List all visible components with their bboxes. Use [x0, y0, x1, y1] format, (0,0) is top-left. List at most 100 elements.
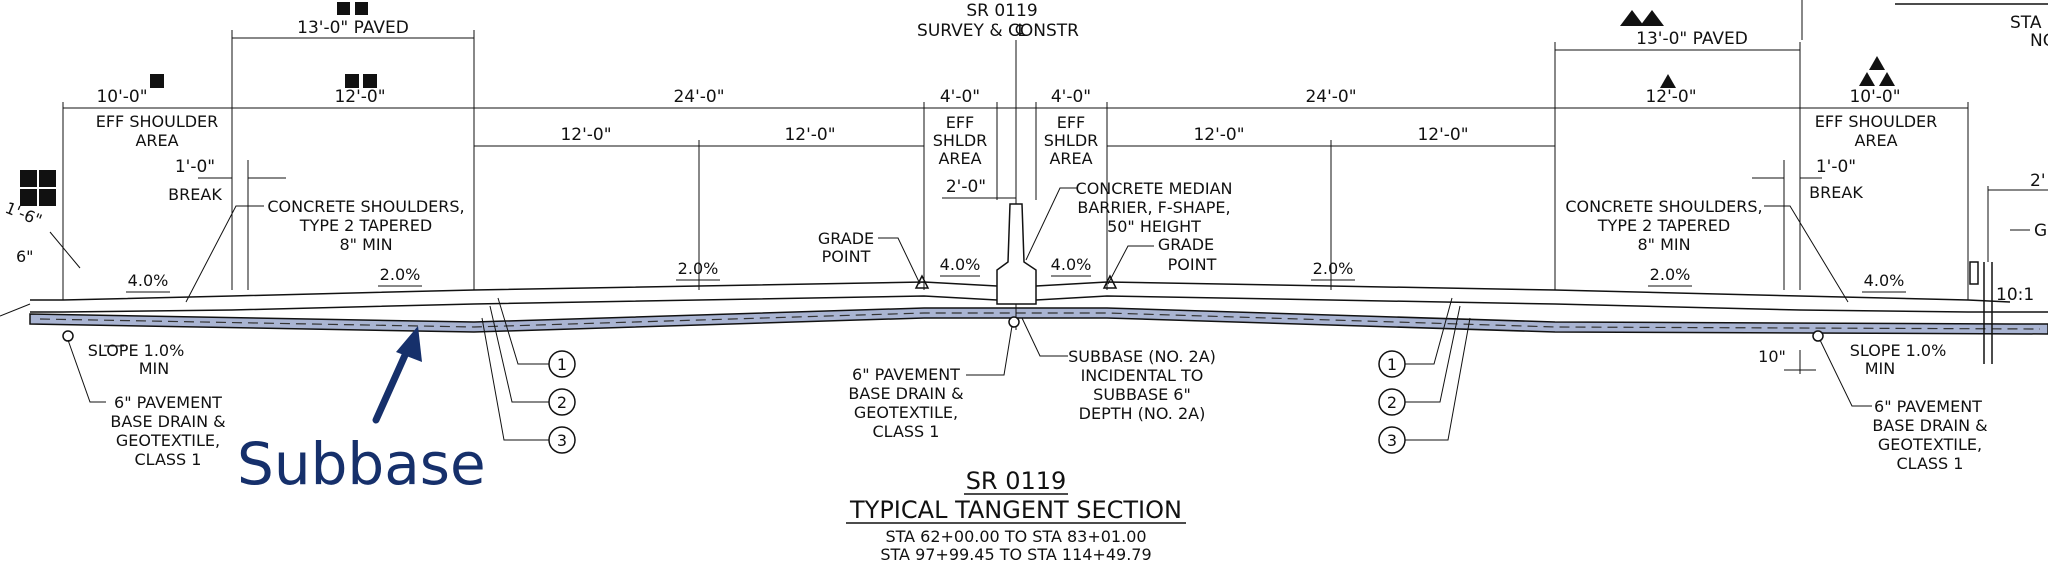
square-symbol — [150, 74, 164, 88]
grade-point-right: GRADE — [1158, 235, 1214, 254]
triangle-symbol — [1620, 10, 1644, 26]
eff-shoulder-area-left-2: AREA — [135, 131, 178, 150]
eff-shoulder-area-left: EFF SHOULDER — [96, 112, 219, 131]
slope-min-left: SLOPE 1.0% — [88, 341, 185, 360]
title-line-2: TYPICAL TANGENT SECTION — [849, 496, 1182, 524]
square-symbol — [345, 74, 359, 88]
leader-line — [185, 205, 264, 303]
conc-shoulders-right-2: TYPE 2 TAPERED — [1597, 216, 1730, 235]
drain-left-3: GEOTEXTILE, — [116, 431, 220, 450]
subbase-arrow-head — [396, 326, 422, 362]
eff-shldr-left-2: SHLDR — [933, 131, 988, 150]
conc-shoulders-right: CONCRETE SHOULDERS, — [1565, 197, 1762, 216]
callout-left-1: 1 — [557, 355, 567, 374]
slope-left-lane: 2.0% — [380, 265, 421, 284]
dim-right-roadway: 24'-0" — [1305, 87, 1356, 107]
square-symbol — [20, 189, 37, 206]
centerline-symbol: ℄ — [1015, 21, 1027, 41]
dim-right-inner: 4'-0" — [1051, 87, 1091, 107]
dim-left-roadway: 24'-0" — [673, 87, 724, 107]
median-barrier — [996, 203, 1037, 305]
dim-right-break: 1'-0" — [1816, 157, 1856, 177]
eff-shldr-right: EFF — [1057, 113, 1086, 132]
median-label-2: BARRIER, F-SHAPE, — [1077, 198, 1230, 217]
square-symbol — [39, 189, 56, 206]
dim-left-paved: 13'-0" PAVED — [297, 18, 409, 38]
title-line-1: SR 0119 — [966, 467, 1067, 495]
drain-center-4: CLASS 1 — [873, 422, 940, 441]
slope-min-left-2: MIN — [139, 359, 170, 378]
break-right: BREAK — [1809, 183, 1863, 202]
pavement-surface-left — [30, 281, 998, 301]
leader-line — [1819, 339, 1872, 407]
top-right-station-2: NO — [2030, 31, 2048, 51]
grade-point-left-2: POINT — [822, 247, 871, 266]
slope-left-shoulder: 4.0% — [128, 271, 169, 290]
leader-line — [1107, 245, 1154, 285]
slope-min-right: SLOPE 1.0% — [1850, 341, 1947, 360]
drain-right-4: CLASS 1 — [1897, 454, 1964, 473]
callout-leader — [1405, 305, 1461, 403]
square-symbol — [39, 170, 56, 187]
edge-dim-line — [49, 231, 81, 269]
callout-right-3: 3 — [1387, 431, 1397, 450]
callout-leader — [489, 305, 549, 403]
triangle-symbol — [1640, 10, 1664, 26]
subbase-annotation: Subbase — [237, 430, 486, 498]
dim-left-shoulder: 10'-0" — [96, 87, 147, 107]
triangle-symbol — [1660, 74, 1676, 88]
dim-left-break: 1'-0" — [175, 157, 215, 177]
guardrail-block — [1969, 261, 1979, 285]
subbase-label-3: SUBBASE 6" — [1093, 385, 1191, 404]
slope-right-shoulder: 4.0% — [1864, 271, 1905, 290]
drain-right-3: GEOTEXTILE, — [1878, 435, 1982, 454]
station-range-1: STA 62+00.00 TO STA 83+01.00 — [885, 527, 1146, 546]
dim-left-lane-b: 12'-0" — [784, 125, 835, 145]
dim-right-lane-b: 12'-0" — [1417, 125, 1468, 145]
slope-right-inner: 4.0% — [1051, 255, 1092, 274]
base-drain-center — [1008, 316, 1020, 328]
callout-left-3: 3 — [557, 431, 567, 450]
dim-median-half: 2'-0" — [946, 177, 986, 197]
callout-right-1: 1 — [1387, 355, 1397, 374]
station-range-2: STA 97+99.45 TO STA 114+49.79 — [880, 545, 1151, 564]
conc-shoulders-right-3: 8" MIN — [1637, 235, 1690, 254]
dim-left-lane-a: 12'-0" — [560, 125, 611, 145]
eff-shoulder-area-right: EFF SHOULDER — [1815, 112, 1938, 131]
square-symbol — [337, 2, 350, 15]
right-slope-ratio: 10:1 — [1996, 285, 2034, 305]
subbase-layer — [29, 307, 2048, 335]
square-symbol — [355, 2, 368, 15]
eff-shoulder-area-right-2: AREA — [1854, 131, 1897, 150]
square-symbol — [20, 170, 37, 187]
leader-line — [966, 325, 1013, 376]
sr-label: SR 0119 — [966, 1, 1037, 21]
leader-line — [878, 237, 921, 285]
drain-left-4: CLASS 1 — [135, 450, 202, 469]
leader-line — [1764, 205, 1849, 303]
slope-right-lane-2: 2.0% — [1650, 265, 1691, 284]
slope-left-lane-2: 2.0% — [678, 259, 719, 278]
slope-min-right-2: MIN — [1865, 359, 1896, 378]
subbase-label-4: DEPTH (NO. 2A) — [1079, 404, 1206, 423]
drain-center-2: BASE DRAIN & — [848, 384, 963, 403]
subbase-label-2: INCIDENTAL TO — [1081, 366, 1204, 385]
eff-shldr-right-2: SHLDR — [1044, 131, 1099, 150]
median-label-3: 50" HEIGHT — [1107, 217, 1201, 236]
leader-line — [67, 339, 106, 403]
conc-shoulders-left: CONCRETE SHOULDERS, — [267, 197, 464, 216]
drain-center-1: 6" PAVEMENT — [852, 365, 960, 384]
drain-left-1: 6" PAVEMENT — [114, 393, 222, 412]
base-drain-right — [1812, 330, 1824, 342]
conc-shoulders-left-3: 8" MIN — [339, 235, 392, 254]
conc-shoulders-left-2: TYPE 2 TAPERED — [299, 216, 432, 235]
callout-leader — [481, 317, 549, 441]
dim-left-inner: 4'-0" — [940, 87, 980, 107]
callout-leader — [497, 297, 549, 365]
square-symbol — [363, 74, 377, 88]
callout-leader — [1405, 297, 1453, 365]
eff-shldr-left-3: AREA — [938, 149, 981, 168]
dim-right-lane-a: 12'-0" — [1193, 125, 1244, 145]
break-left: BREAK — [168, 185, 222, 204]
